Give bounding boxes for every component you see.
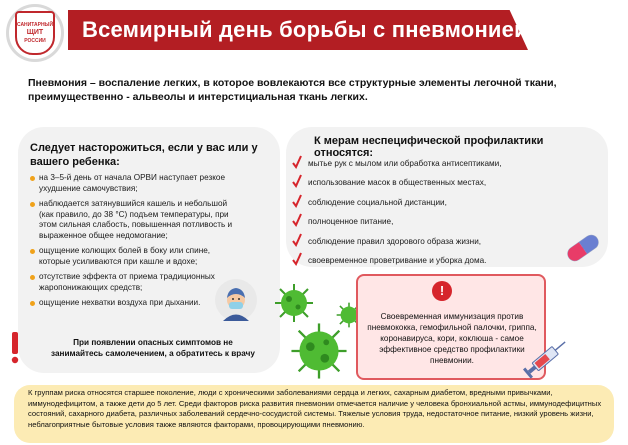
list-item: полноценное питание, [292, 208, 542, 228]
title-band [68, 10, 528, 50]
exclamation-icon [11, 332, 19, 364]
list-item: на 3–5-й день от начала ОРВИ наступает р… [30, 173, 240, 194]
logo-shield-icon: САНИТАРНЫЙ ЩИТ РОССИИ [15, 11, 55, 55]
virus-icon [291, 323, 347, 379]
logo-line3: РОССИИ [24, 38, 46, 44]
syringe-icon [522, 341, 566, 379]
check-icon [292, 194, 302, 208]
symptom-text: ощущение нехватки воздуха при дыхании. [39, 298, 201, 307]
sick-person-icon [215, 279, 257, 321]
symptom-text: наблюдается затянувшийся кашель и неболь… [39, 199, 233, 240]
prevention-text: полноценное питание, [308, 217, 394, 226]
symptom-text: ощущение колющих болей в боку или спине,… [39, 246, 211, 266]
list-item: своевременное проветривание и уборка дом… [292, 247, 542, 267]
prevention-heading: К мерам неспецифической профилактики отн… [314, 135, 544, 159]
list-item: использование масок в общественных места… [292, 169, 542, 189]
list-item: ощущение колющих болей в боку или спине,… [30, 246, 240, 267]
list-item: отсутствие эффекта от приема традиционны… [30, 272, 240, 293]
check-icon [292, 252, 302, 266]
logo-line2: ЩИТ [26, 29, 44, 36]
check-icon [292, 213, 302, 227]
prevention-card: К мерам неспецифической профилактики отн… [286, 127, 608, 267]
bullet-icon [30, 249, 35, 254]
list-item: ощущение нехватки воздуха при дыхании. [30, 298, 240, 309]
warning-text: При появлении опасных симптомов не заним… [51, 338, 255, 358]
pills-icon [567, 234, 599, 262]
bullet-icon [30, 275, 35, 280]
virus-icon [275, 284, 313, 322]
symptoms-heading: Следует насторожиться, если у вас или у … [30, 142, 258, 168]
immunization-text: Своевременная иммунизация против пневмок… [367, 312, 537, 365]
prevention-text: соблюдение правил здорового образа жизни… [308, 236, 482, 246]
bullet-icon [30, 301, 35, 306]
symptoms-list: на 3–5-й день от начала ОРВИ наступает р… [30, 173, 240, 314]
risk-groups-text: К группам риска относятся старшее поколе… [28, 388, 602, 429]
list-item: наблюдается затянувшийся кашель и неболь… [30, 199, 240, 241]
list-item: соблюдение социальной дистанции, [292, 188, 542, 208]
check-icon [292, 155, 302, 169]
symptoms-card: Следует насторожиться, если у вас или у … [18, 127, 280, 373]
prevention-text: мытье рук с мылом или обработка антисепт… [308, 158, 502, 168]
bullet-icon [30, 176, 35, 181]
logo-line1: САНИТАРНЫЙ [16, 22, 54, 28]
intro-text: Пневмония – воспаление легких, в которое… [28, 77, 557, 103]
alert-icon: ! [432, 281, 452, 301]
bullet-icon [30, 202, 35, 207]
prevention-text: использование масок в общественных места… [308, 178, 487, 187]
check-icon [292, 174, 302, 188]
risk-groups-panel [14, 385, 614, 443]
prevention-text: своевременное проветривание и уборка дом… [308, 256, 487, 265]
prevention-text: соблюдение социальной дистанции, [308, 197, 447, 207]
symptom-text: на 3–5-й день от начала ОРВИ наступает р… [39, 173, 226, 193]
check-icon [292, 233, 302, 247]
logo: САНИТАРНЫЙ ЩИТ РОССИИ [6, 4, 64, 62]
prevention-list: мытье рук с мылом или обработка антисепт… [292, 149, 542, 266]
immunization-box [356, 274, 546, 380]
list-item: соблюдение правил здорового образа жизни… [292, 227, 542, 247]
list-item: мытье рук с мылом или обработка антисепт… [292, 149, 542, 169]
symptom-text: отсутствие эффекта от приема традиционны… [39, 272, 215, 292]
virus-icon [336, 302, 362, 328]
page-title: Всемирный день борьбы с пневмонией [82, 17, 528, 42]
